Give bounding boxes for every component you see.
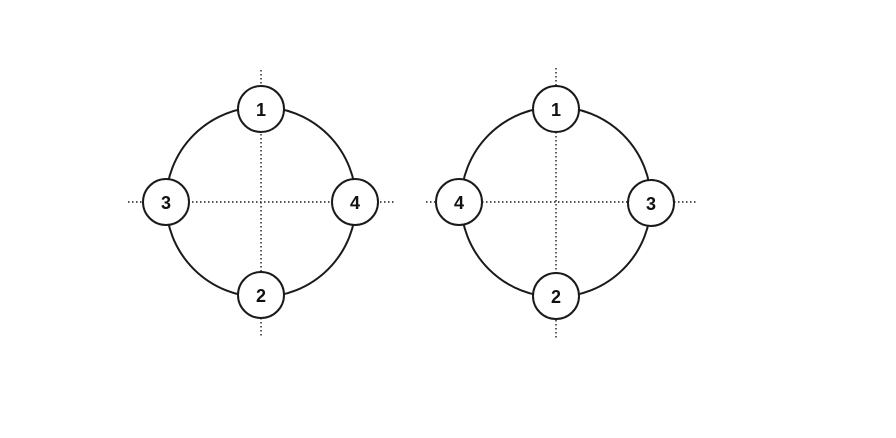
node-top: 1 [532,85,580,133]
node-top-label: 1 [551,100,561,120]
node-left-label: 4 [454,193,464,213]
node-right-label: 3 [646,194,656,214]
node-bottom: 2 [532,272,580,320]
node-right: 4 [331,178,379,226]
node-left-label: 3 [161,193,171,213]
left-ring-diagram: 1 2 3 4 [128,70,394,338]
node-top: 1 [237,85,285,133]
node-right: 3 [627,179,675,227]
node-top-label: 1 [256,100,266,120]
right-ring-diagram: 1 2 4 3 [426,68,698,338]
node-bottom: 2 [237,271,285,319]
node-left: 4 [435,178,483,226]
node-bottom-label: 2 [551,287,561,307]
node-right-label: 4 [350,193,360,213]
node-bottom-label: 2 [256,286,266,306]
node-left: 3 [142,178,190,226]
